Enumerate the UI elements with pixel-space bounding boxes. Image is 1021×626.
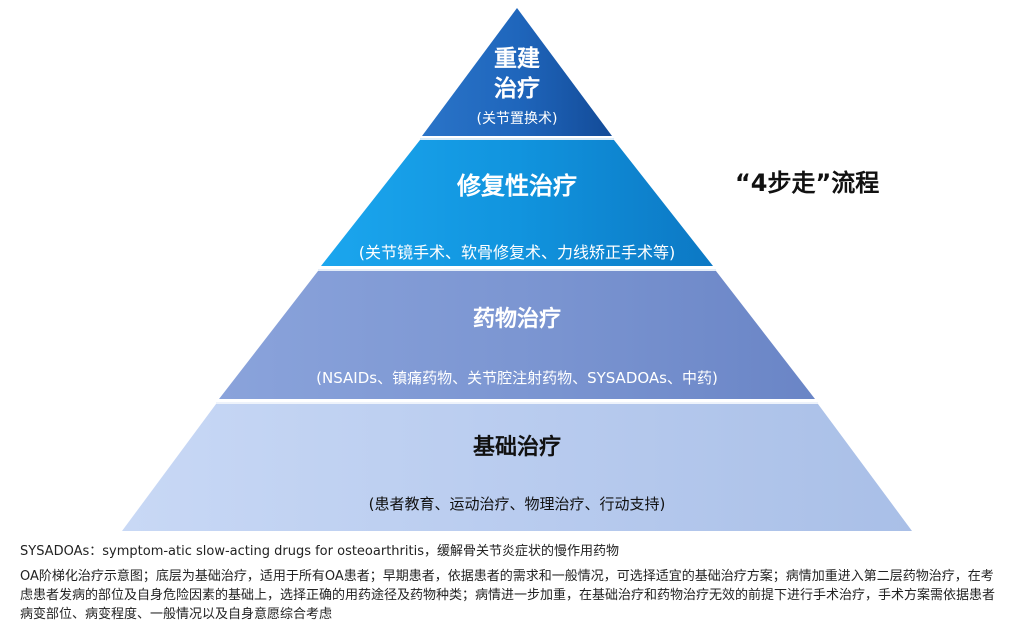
tier-2-subtitle: (关节镜手术、软骨修复术、力线矫正手术等) bbox=[358, 243, 676, 262]
tier-top-shape bbox=[422, 8, 612, 136]
pyramid-diagram bbox=[122, 8, 912, 531]
sysadoas-footnote: SYSADOAs：symptom-atic slow-acting drugs … bbox=[20, 544, 619, 559]
tier-2-text: 修复性治疗 (关节镜手术、软骨修复术、力线矫正手术等) bbox=[359, 166, 676, 263]
tier-3-title: 药物治疗 bbox=[472, 307, 562, 332]
tier-top-title-line2: 治疗 bbox=[494, 76, 540, 102]
tier-4-subtitle: (患者教育、运动治疗、物理治疗、行动支持) bbox=[368, 495, 666, 513]
four-step-label: “4步走”流程 bbox=[735, 169, 880, 197]
tier-4-shape bbox=[122, 404, 912, 531]
tier-2-title: 修复性治疗 bbox=[457, 172, 577, 200]
tier-3-subtitle: (NSAIDs、镇痛药物、关节腔注射药物、SYSADOAs、中药) bbox=[316, 369, 718, 387]
tier-top-title-line1: 重建 bbox=[494, 46, 540, 72]
tier-3-shape bbox=[219, 271, 815, 399]
tier-4-text: 基础治疗 (患者教育、运动治疗、物理治疗、行动支持) bbox=[369, 429, 666, 514]
tier-2-shape bbox=[321, 140, 713, 266]
diagram-caption: OA阶梯化治疗示意图；底层为基础治疗，适用于所有OA患者；早期患者，依据患者的需… bbox=[20, 569, 996, 622]
tier-top-text: 重建 治疗 (关节置换术) bbox=[477, 44, 558, 128]
tier-4-title: 基础治疗 bbox=[472, 435, 561, 460]
tier-top-subtitle: (关节置换术) bbox=[476, 111, 558, 127]
tier-3-text: 药物治疗 (NSAIDs、镇痛药物、关节腔注射药物、SYSADOAs、中药) bbox=[316, 301, 718, 388]
